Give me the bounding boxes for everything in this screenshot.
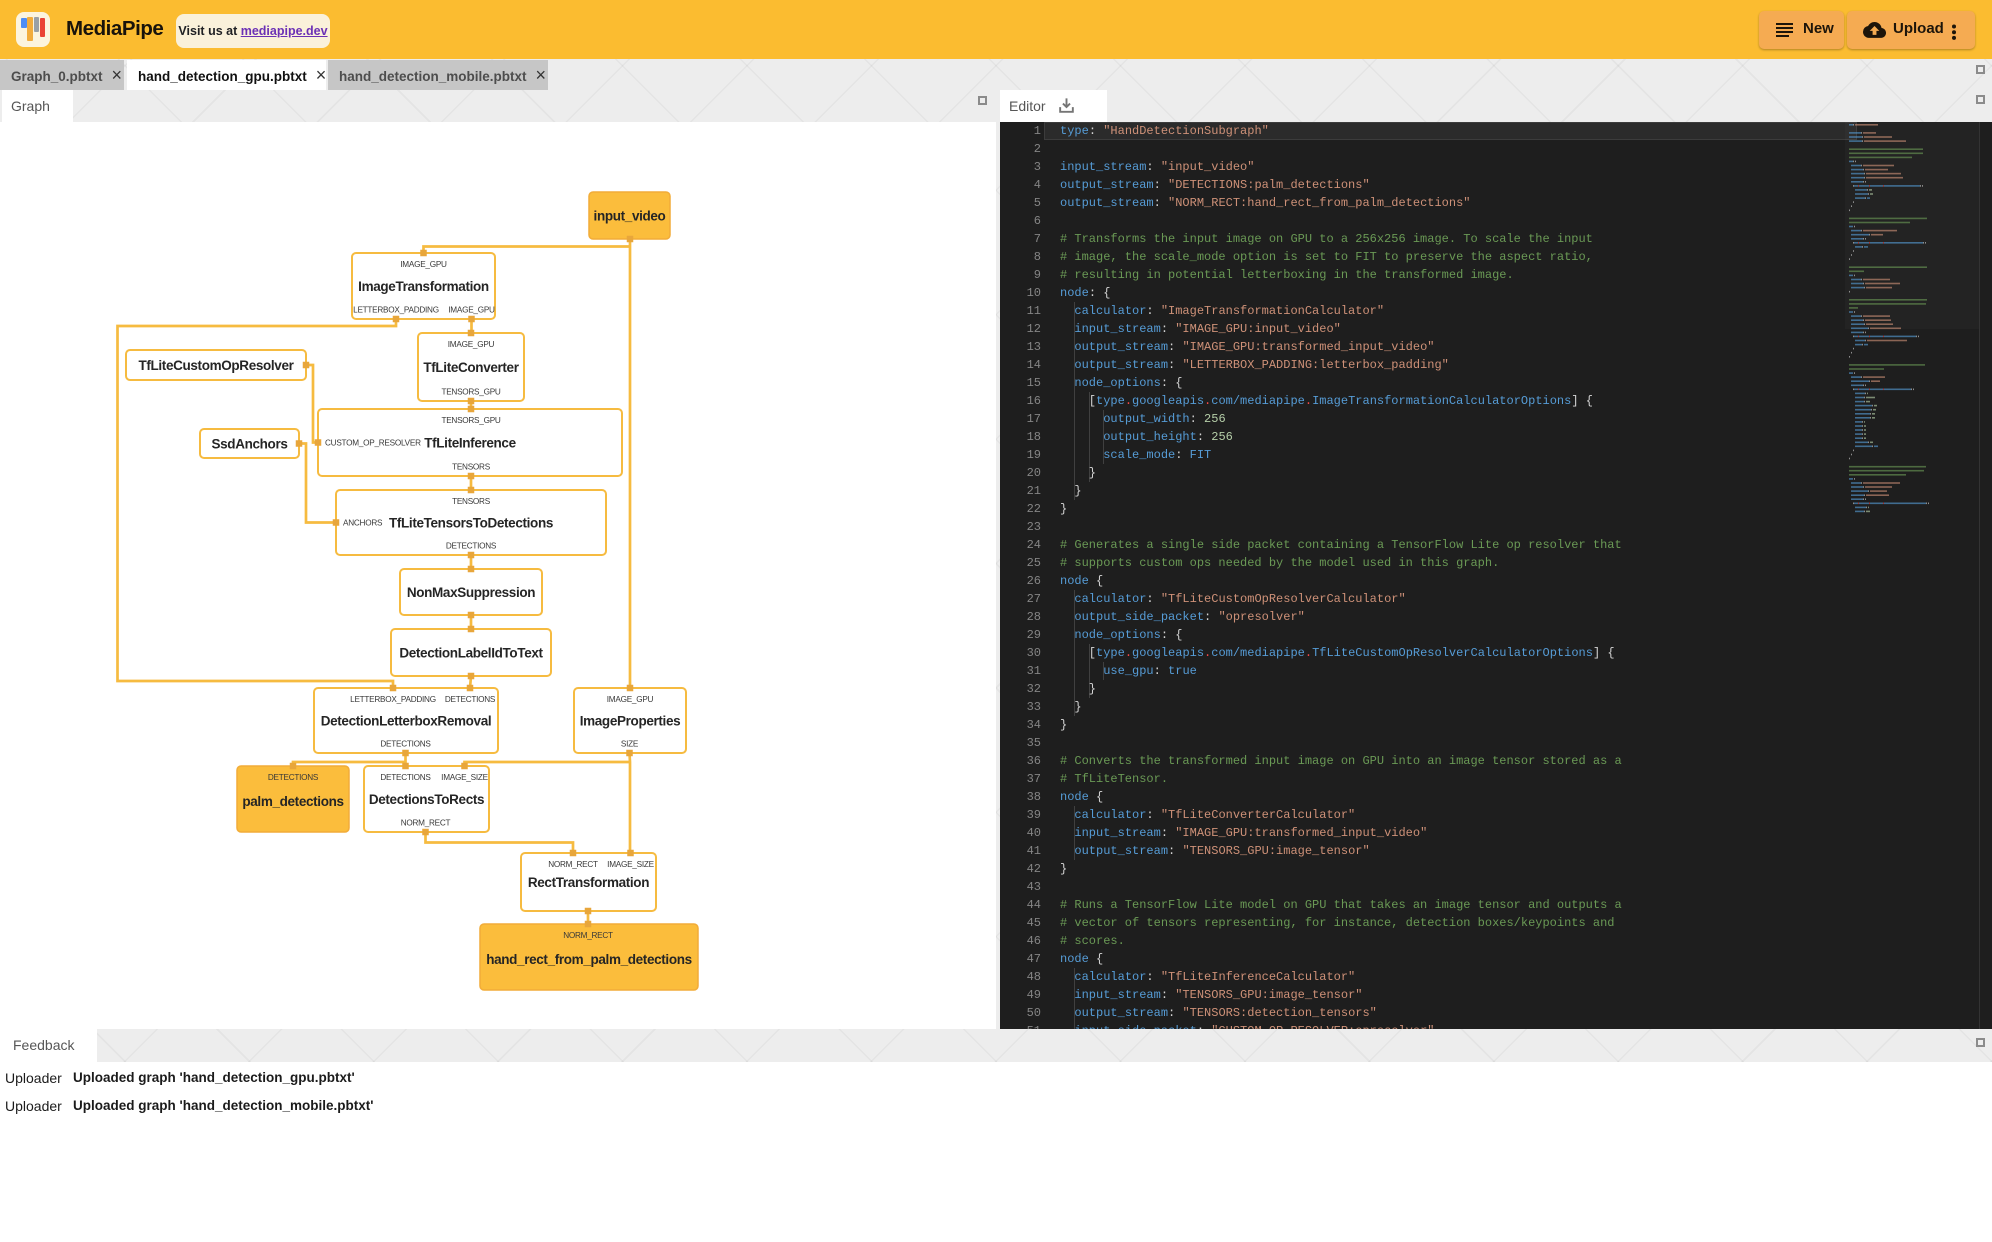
svg-text:DETECTIONS: DETECTIONS bbox=[445, 695, 496, 704]
svg-text:TfLiteInference: TfLiteInference bbox=[424, 436, 516, 451]
svg-text:hand_rect_from_palm_detections: hand_rect_from_palm_detections bbox=[486, 952, 692, 967]
svg-text:TfLiteConverter: TfLiteConverter bbox=[423, 360, 519, 375]
svg-text:TfLiteCustomOpResolver: TfLiteCustomOpResolver bbox=[138, 358, 294, 373]
svg-text:DETECTIONS: DETECTIONS bbox=[380, 773, 431, 782]
svg-text:SsdAnchors: SsdAnchors bbox=[211, 437, 287, 452]
svg-text:ANCHORS: ANCHORS bbox=[343, 519, 383, 528]
svg-text:input_video: input_video bbox=[594, 209, 666, 224]
svg-text:CUSTOM_OP_RESOLVER: CUSTOM_OP_RESOLVER bbox=[325, 439, 421, 448]
svg-text:DETECTIONS: DETECTIONS bbox=[446, 542, 497, 551]
svg-text:TfLiteTensorsToDetections: TfLiteTensorsToDetections bbox=[389, 516, 553, 531]
svg-text:DetectionLabelIdToText: DetectionLabelIdToText bbox=[399, 646, 543, 661]
svg-text:NORM_RECT: NORM_RECT bbox=[563, 931, 613, 940]
svg-text:IMAGE_SIZE: IMAGE_SIZE bbox=[607, 860, 654, 869]
svg-text:DETECTIONS: DETECTIONS bbox=[380, 740, 431, 749]
svg-text:TENSORS: TENSORS bbox=[452, 463, 491, 472]
svg-text:LETTERBOX_PADDING: LETTERBOX_PADDING bbox=[353, 306, 439, 315]
svg-text:NORM_RECT: NORM_RECT bbox=[401, 819, 451, 828]
svg-text:NORM_RECT: NORM_RECT bbox=[548, 860, 598, 869]
svg-text:IMAGE_GPU: IMAGE_GPU bbox=[448, 306, 495, 315]
svg-text:RectTransformation: RectTransformation bbox=[528, 875, 649, 890]
svg-text:IMAGE_GPU: IMAGE_GPU bbox=[448, 340, 495, 349]
svg-text:IMAGE_GPU: IMAGE_GPU bbox=[400, 260, 447, 269]
svg-text:IMAGE_GPU: IMAGE_GPU bbox=[607, 695, 654, 704]
svg-text:ImageTransformation: ImageTransformation bbox=[358, 279, 489, 294]
svg-text:IMAGE_SIZE: IMAGE_SIZE bbox=[441, 773, 488, 782]
svg-text:palm_detections: palm_detections bbox=[242, 794, 343, 809]
svg-text:TENSORS_GPU: TENSORS_GPU bbox=[441, 416, 500, 425]
svg-text:DetectionLetterboxRemoval: DetectionLetterboxRemoval bbox=[321, 714, 492, 729]
svg-text:TENSORS_GPU: TENSORS_GPU bbox=[441, 388, 500, 397]
svg-text:NonMaxSuppression: NonMaxSuppression bbox=[407, 585, 535, 600]
svg-text:ImageProperties: ImageProperties bbox=[580, 714, 681, 729]
svg-text:LETTERBOX_PADDING: LETTERBOX_PADDING bbox=[350, 695, 436, 704]
svg-text:DetectionsToRects: DetectionsToRects bbox=[369, 792, 484, 807]
svg-text:TENSORS: TENSORS bbox=[452, 497, 491, 506]
svg-text:SIZE: SIZE bbox=[621, 740, 639, 749]
svg-text:DETECTIONS: DETECTIONS bbox=[268, 773, 319, 782]
